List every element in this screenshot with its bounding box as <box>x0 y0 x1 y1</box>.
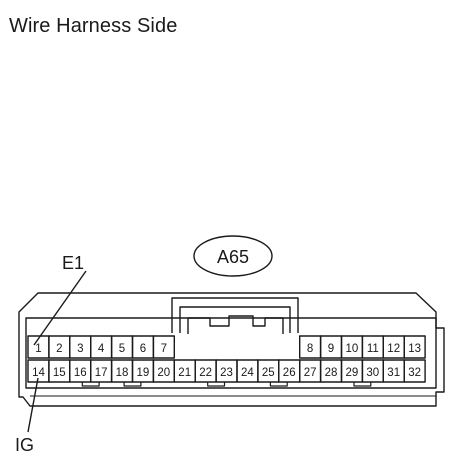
keying-notches <box>81 382 372 387</box>
pin-19: 19 <box>131 359 155 383</box>
pin-5: 5 <box>110 335 134 359</box>
pin-18: 18 <box>110 359 134 383</box>
pin-7: 7 <box>152 335 175 359</box>
latch-inner <box>179 306 291 333</box>
pin-number: 20 <box>157 367 170 379</box>
pin-12: 12 <box>382 335 405 359</box>
pin-cavity <box>403 335 426 359</box>
pin-15: 15 <box>48 359 71 383</box>
pin-13: 13 <box>403 335 426 359</box>
pin-number: 15 <box>53 367 66 379</box>
pin-28: 28 <box>319 359 343 383</box>
keying-notch <box>269 382 288 387</box>
pin-number: 14 <box>32 367 45 379</box>
pin-21: 21 <box>173 359 196 383</box>
pin-6: 6 <box>131 335 155 359</box>
pin-20: 20 <box>152 359 175 383</box>
pin-26: 26 <box>278 359 301 383</box>
keying-notch <box>81 382 100 387</box>
pin-number: 18 <box>116 367 129 379</box>
pin-number: 12 <box>387 343 400 355</box>
pin-number: 21 <box>178 367 191 379</box>
pin-30: 30 <box>361 359 384 383</box>
pin-number: 28 <box>325 367 338 379</box>
pin-number: 24 <box>241 367 254 379</box>
pin-3: 3 <box>69 335 92 359</box>
pin-number: 6 <box>140 343 146 355</box>
pin-number: 3 <box>77 343 83 355</box>
pin-24: 24 <box>236 359 259 383</box>
pin-number: 1 <box>35 343 41 355</box>
pin-32: 32 <box>403 359 426 383</box>
pin-23: 23 <box>215 359 238 383</box>
connector-latch <box>171 297 299 333</box>
pin-25: 25 <box>257 359 280 383</box>
diagram-title: Wire Harness Side <box>9 15 178 37</box>
connector-label-oval <box>193 235 273 277</box>
pin-2: 2 <box>48 335 71 359</box>
pin-number: 23 <box>220 367 233 379</box>
pin-number: 17 <box>95 367 108 379</box>
pin-cavity <box>403 359 426 383</box>
pin-number: 4 <box>98 343 105 355</box>
pin-number: 10 <box>346 343 359 355</box>
pin-31: 31 <box>382 359 405 383</box>
keying-notch <box>123 382 142 387</box>
pin-22: 22 <box>194 359 217 383</box>
pin-number: 13 <box>408 343 421 355</box>
pin-number: 30 <box>366 367 379 379</box>
connector-label: A65 <box>217 247 249 267</box>
pin-number: 22 <box>199 367 212 379</box>
pin-8: 8 <box>299 335 322 359</box>
pin-number: 8 <box>307 343 313 355</box>
pin-number: 9 <box>328 343 334 355</box>
pin-29: 29 <box>340 359 364 383</box>
pin-4: 4 <box>89 335 113 359</box>
pin-number: 16 <box>74 367 87 379</box>
keying-notch <box>207 382 226 387</box>
pin-number: 32 <box>408 367 421 379</box>
pin-10: 10 <box>340 335 364 359</box>
pin-number: 26 <box>283 367 296 379</box>
pin-27: 27 <box>299 359 322 383</box>
connector-housing <box>18 292 445 407</box>
pin-16: 16 <box>69 359 92 383</box>
pin-number: 27 <box>304 367 317 379</box>
latch-tab <box>187 315 284 334</box>
pin-number: 29 <box>346 367 359 379</box>
pin-number: 25 <box>262 367 275 379</box>
pin-number: 7 <box>161 343 167 355</box>
pin-17: 17 <box>89 359 113 383</box>
pin-number: 5 <box>119 343 125 355</box>
pin-9: 9 <box>319 335 343 359</box>
connector-face <box>25 317 437 389</box>
pin-number: 2 <box>56 343 62 355</box>
pin-11: 11 <box>361 335 384 359</box>
ig-leader-line <box>27 377 39 433</box>
pin-number: 11 <box>367 343 379 355</box>
pin-number: 31 <box>387 367 400 379</box>
pin-number: 19 <box>137 367 150 379</box>
keying-notch <box>353 382 372 387</box>
e1-leader-line <box>33 270 87 346</box>
e1-callout: E1 <box>62 253 84 273</box>
pin-cavity <box>152 335 175 359</box>
ig-callout: IG <box>15 435 34 455</box>
